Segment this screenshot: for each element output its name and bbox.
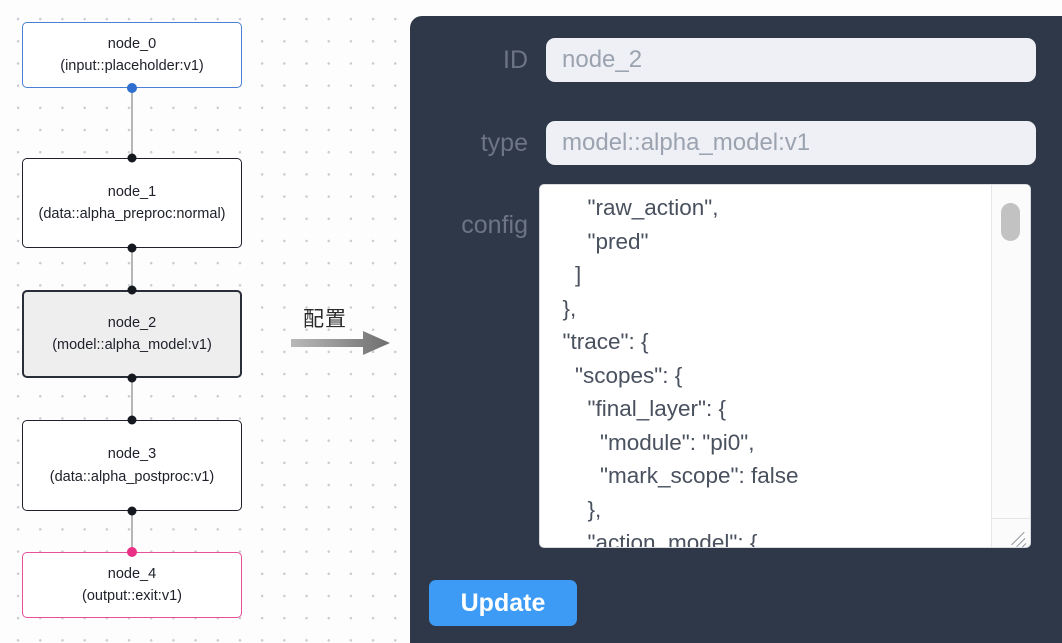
- edge-node3-node4: [131, 511, 133, 552]
- node-handle-node_3-source[interactable]: [127, 506, 137, 516]
- field-row-config: config: [428, 206, 568, 244]
- edge-node2-node3: [131, 378, 133, 420]
- update-button[interactable]: Update: [429, 580, 577, 626]
- node-title: node_4: [107, 565, 157, 582]
- node-title: node_2: [107, 314, 157, 331]
- node-handle-node_3-target[interactable]: [127, 415, 137, 425]
- arrow-right-icon: [291, 330, 391, 361]
- config-textarea-wrapper: [540, 185, 1030, 547]
- config-textarea-scrollbar[interactable]: [991, 185, 1030, 519]
- node-handle-node_2-source[interactable]: [127, 373, 137, 383]
- graph-node-node_0[interactable]: node_0 (input::placeholder:v1): [22, 22, 242, 88]
- graph-node-node_4[interactable]: node_4 (output::exit:v1): [22, 552, 242, 618]
- annotation-label: 配置: [303, 307, 347, 331]
- node-title: node_0: [107, 35, 157, 52]
- resize-grip-icon[interactable]: [991, 518, 1030, 547]
- node-handle-node_2-target[interactable]: [127, 285, 137, 295]
- config-textarea[interactable]: [540, 185, 992, 547]
- node-subtitle: (input::placeholder:v1): [60, 58, 204, 74]
- node-handle-node_0-source[interactable]: [127, 83, 137, 93]
- field-row-id: ID: [428, 38, 1048, 82]
- field-label-type: type: [480, 129, 528, 157]
- graph-node-node_3[interactable]: node_3 (data::alpha_postproc:v1): [22, 420, 242, 511]
- field-label-config: config: [461, 211, 528, 239]
- node-subtitle: (data::alpha_postproc:v1): [49, 468, 215, 485]
- scrollbar-thumb[interactable]: [1001, 203, 1020, 241]
- node-handle-node_1-source[interactable]: [127, 243, 137, 253]
- graph-node-node_1[interactable]: node_1 (data::alpha_preproc:normal): [22, 158, 242, 248]
- node-handle-node_4-target[interactable]: [127, 547, 137, 557]
- edge-node1-node2: [131, 248, 133, 290]
- node-title: node_3: [107, 446, 157, 463]
- graph-node-node_2[interactable]: node_2 (model::alpha_model:v1): [22, 290, 242, 378]
- field-row-type: type: [428, 121, 1048, 165]
- node-subtitle: (output::exit:v1): [82, 588, 182, 604]
- id-input[interactable]: [546, 38, 1036, 82]
- field-label-id: ID: [503, 46, 528, 74]
- node-subtitle: (data::alpha_preproc:normal): [38, 206, 226, 222]
- edge-node0-node1: [131, 88, 133, 158]
- node-title: node_1: [107, 183, 157, 200]
- node-handle-node_1-target[interactable]: [127, 153, 137, 163]
- type-input[interactable]: [546, 121, 1036, 165]
- node-subtitle: (model::alpha_model:v1): [52, 337, 212, 353]
